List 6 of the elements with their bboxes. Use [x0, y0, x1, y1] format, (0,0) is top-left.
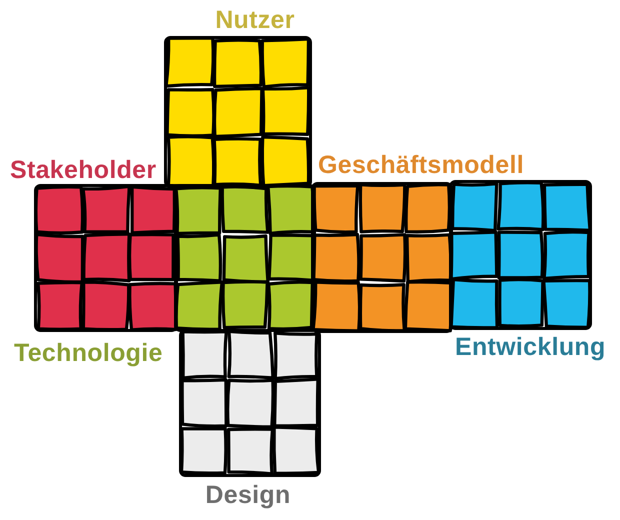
face-title: Technologie [14, 339, 163, 367]
face-title: Geschäftsmodell [318, 151, 524, 179]
face-title: Nutzer [215, 6, 295, 34]
face-title: Design [205, 481, 291, 509]
face-title: Entwicklung [455, 333, 606, 361]
face-title: Stakeholder [10, 156, 156, 184]
